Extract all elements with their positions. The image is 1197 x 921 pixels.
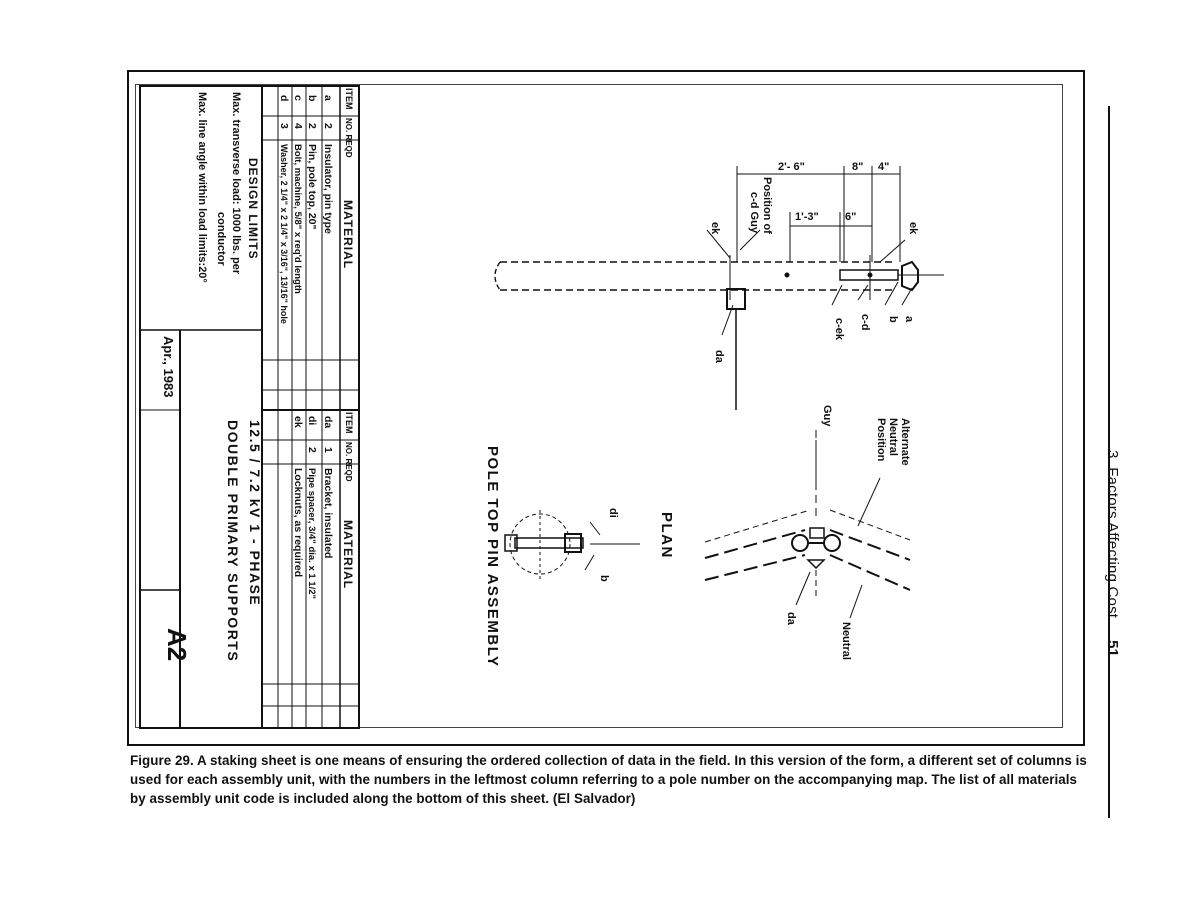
b-label: b	[887, 316, 899, 323]
design-limits-heading: DESIGN LIMITS	[246, 158, 260, 260]
row-a-item: a	[322, 95, 334, 101]
row-d-material: Washer, 2 1/4" x 2 1/4" x 3/16", 13/16" …	[279, 144, 289, 324]
no-reqd-header: NO. REQD	[344, 118, 353, 158]
guy-label: Guy	[821, 405, 833, 427]
c-d-label: c-d	[859, 314, 871, 331]
detail-callouts: di b	[598, 508, 619, 582]
page-number: 51	[1104, 640, 1121, 657]
chapter-title: 3. Factors Affecting Cost	[1104, 450, 1121, 619]
row-d-item: d	[278, 95, 290, 101]
no-reqd-header-2: NO. REQD	[344, 442, 353, 482]
figure-frame	[127, 70, 1085, 746]
running-header: 3. Factors Affecting Cost 51	[1097, 450, 1121, 830]
neutral-label: Neutral	[887, 418, 899, 456]
dimension-6: 6"	[845, 211, 856, 223]
row-da-material: Bracket, insulated	[322, 468, 334, 558]
row-c-item: c	[292, 95, 304, 101]
row-di-item: di	[306, 416, 318, 425]
dimension-8: 8"	[852, 161, 863, 173]
row-c-material: Bolt, machine, 5/8" x req'd length	[292, 144, 303, 294]
da-label-side: da	[713, 350, 725, 364]
margin-rule	[1108, 106, 1110, 818]
row-di-qty: 2	[306, 447, 318, 453]
dimension-lines	[736, 166, 901, 262]
pipe-spacer-detail	[504, 510, 640, 580]
b-plan-label: b	[598, 575, 610, 582]
table-left-header: ITEM NO. REQD MATERIAL	[341, 88, 355, 269]
da-label-plan: da	[785, 612, 797, 626]
material-header-2: MATERIAL	[341, 520, 355, 589]
table-right-rows: da 1 Bracket, insulated di 2 Pipe spacer…	[292, 416, 334, 599]
design-limits-line2: conductor	[215, 212, 227, 266]
materials-table	[139, 85, 360, 729]
sheet-title-line2: DOUBLE PRIMARY SUPPORTS	[225, 420, 241, 662]
row-a-qty: 2	[322, 123, 334, 129]
c-ek-label: c-ek	[833, 318, 845, 341]
plan-label: PLAN	[658, 512, 675, 559]
item-header: ITEM	[344, 88, 354, 110]
staking-sheet-border	[135, 84, 1063, 728]
row-b-qty: 2	[306, 123, 318, 129]
dimension-labels: 2'- 6" 8" 4" 1'-3" 6"	[778, 161, 889, 223]
row-da-item: da	[322, 416, 334, 428]
ek-label-right: ek	[907, 222, 919, 235]
side-view-callouts: Position of c-d Guy ek ek da a b c-d c-e…	[709, 177, 919, 364]
sheet-code: A2	[162, 628, 192, 661]
row-ek-material: Locknuts, as required	[292, 468, 304, 577]
design-limits: DESIGN LIMITS Max. transverse load: 1000…	[196, 92, 260, 283]
neutral-plan-label: Neutral	[840, 622, 852, 660]
position-label: Position	[875, 418, 887, 462]
dimension-4: 4"	[878, 161, 889, 173]
plan-leaders	[795, 440, 881, 619]
pole-side-view	[494, 255, 944, 410]
position-of-guy-line2: c-d Guy	[748, 192, 760, 234]
side-view-leaders	[706, 229, 913, 336]
table-right-header: ITEM NO. REQD MATERIAL	[341, 412, 355, 589]
row-b-item: b	[306, 95, 318, 101]
title-block: 12.5 / 7.2 kV 1 - PHASE DOUBLE PRIMARY S…	[161, 336, 263, 662]
sheet-title-line1: 12.5 / 7.2 kV 1 - PHASE	[247, 420, 263, 606]
alternate-label: Alternate	[899, 418, 911, 466]
row-di-material: Pipe spacer, 3/4" dia. x 1 1/2"	[306, 468, 317, 599]
row-c-qty: 4	[292, 123, 304, 129]
figure-caption: Figure 29. A staking sheet is one means …	[130, 753, 1087, 806]
row-ek-item: ek	[292, 416, 304, 428]
drawing-title: POLE TOP PIN ASSEMBLY	[484, 446, 501, 668]
row-b-material: Pin, pole top, 20"	[306, 144, 318, 230]
dimension-2-6: 2'- 6"	[778, 161, 805, 173]
table-left-rows: a 2 Insulator, pin type b 2 Pin, pole to…	[278, 95, 334, 324]
plan-callouts: Alternate Neutral Position Guy Neutral d…	[785, 405, 911, 660]
position-of-guy-line1: Position of	[761, 177, 773, 234]
ek-label-left: ek	[709, 222, 721, 235]
a-label: a	[903, 316, 915, 323]
design-limits-line1: Max. transverse load: 1000 lbs. per	[230, 92, 242, 275]
di-label: di	[607, 508, 619, 518]
dimension-1-3: 1'-3"	[795, 211, 819, 223]
row-da-qty: 1	[322, 447, 334, 453]
row-d-qty: 3	[278, 123, 290, 129]
row-a-material: Insulator, pin type	[322, 144, 334, 234]
design-limits-line3: Max. line angle within load limits:20°	[196, 92, 208, 283]
material-header: MATERIAL	[341, 200, 355, 269]
sheet-date: Apr., 1983	[161, 336, 176, 397]
item-header-2: ITEM	[344, 412, 354, 434]
